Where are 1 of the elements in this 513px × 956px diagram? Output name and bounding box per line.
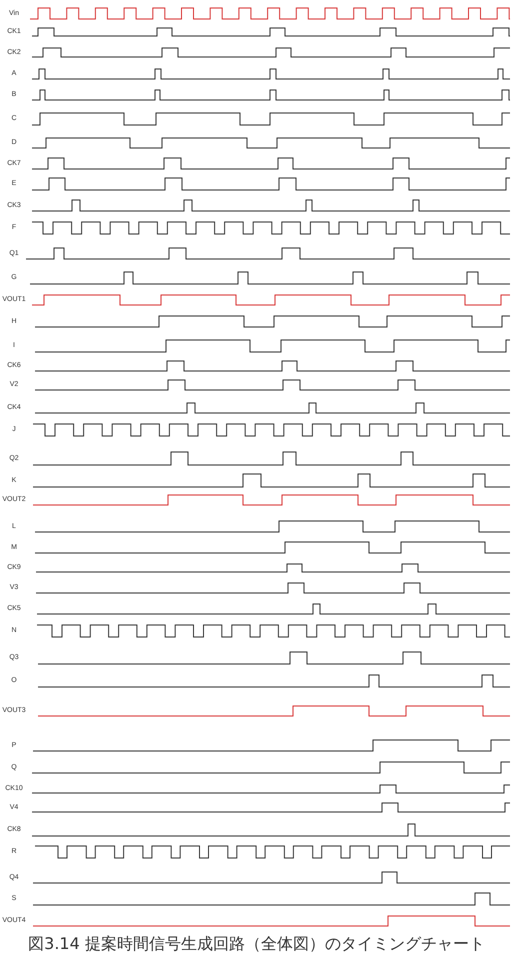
caption: 図3.14 提案時間信号生成回路（全体図）のタイミングチャート (27, 934, 486, 954)
